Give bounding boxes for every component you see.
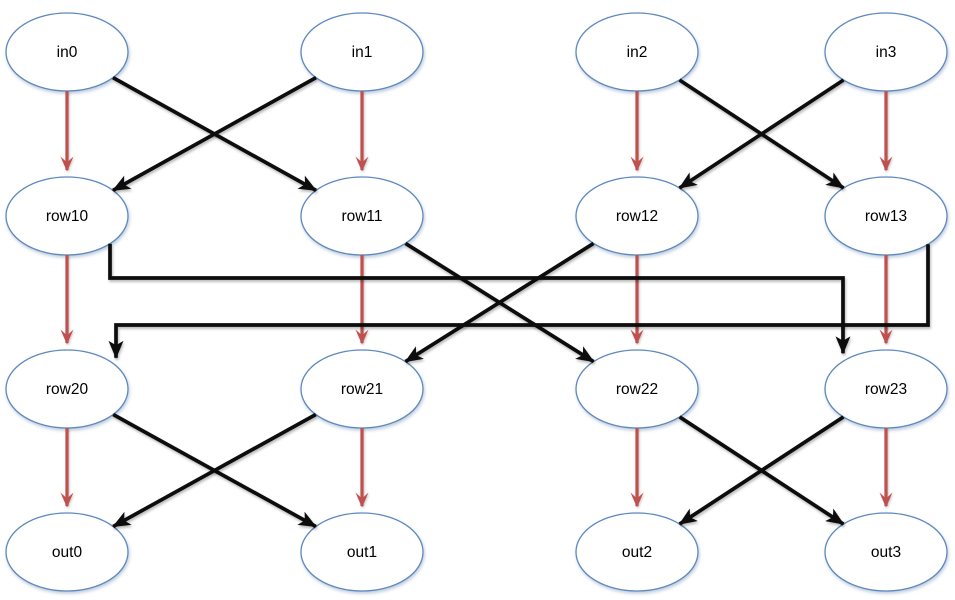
node-row11: row11	[300, 176, 424, 256]
edge-row23-out2	[678, 415, 845, 526]
node-label: in0	[57, 44, 78, 61]
node-label: row10	[46, 208, 89, 225]
edge-row12-row21	[404, 241, 595, 364]
node-ellipse	[5, 512, 129, 592]
node-ellipse	[300, 512, 424, 592]
straight-edges-layer	[60, 91, 893, 508]
edge-in1-row10	[112, 75, 317, 193]
node-row22: row22	[575, 349, 699, 429]
node-out2: out2	[575, 512, 699, 592]
node-label: in2	[627, 44, 648, 61]
node-in3: in3	[824, 12, 948, 92]
node-label: in1	[352, 44, 373, 61]
edge-row10-row23	[108, 243, 851, 355]
node-row10: row10	[5, 176, 129, 256]
node-label: row13	[865, 208, 907, 225]
node-label: row20	[46, 381, 89, 398]
node-label: row12	[616, 208, 658, 225]
node-ellipse	[824, 512, 948, 592]
node-label: out3	[871, 544, 901, 561]
node-ellipse	[575, 512, 699, 592]
node-row20: row20	[5, 349, 129, 429]
edge-in3-row12	[678, 78, 845, 190]
edge-row21-out0	[112, 412, 317, 529]
node-out0: out0	[5, 512, 129, 592]
node-in0: in0	[5, 12, 129, 92]
node-row23: row23	[824, 349, 948, 429]
node-label: row11	[341, 208, 382, 225]
node-label: row22	[616, 381, 658, 398]
node-label: out0	[52, 544, 83, 561]
node-row12: row12	[575, 176, 699, 256]
node-label: row21	[341, 381, 383, 398]
node-label: out2	[622, 544, 652, 561]
node-in1: in1	[300, 12, 424, 92]
cross-edges-layer	[108, 75, 930, 529]
node-label: row23	[865, 381, 907, 398]
node-label: out1	[347, 544, 377, 561]
node-out1: out1	[300, 512, 424, 592]
node-row13: row13	[824, 176, 948, 256]
node-out3: out3	[824, 512, 948, 592]
nodes-layer: in0 in1 in2 in3 row10 row11 row12 row13 row20 row…	[5, 12, 948, 592]
node-row21: row21	[300, 349, 424, 429]
node-label: in3	[876, 44, 897, 61]
edge-row13-row20	[108, 244, 930, 359]
node-in2: in2	[575, 12, 699, 92]
